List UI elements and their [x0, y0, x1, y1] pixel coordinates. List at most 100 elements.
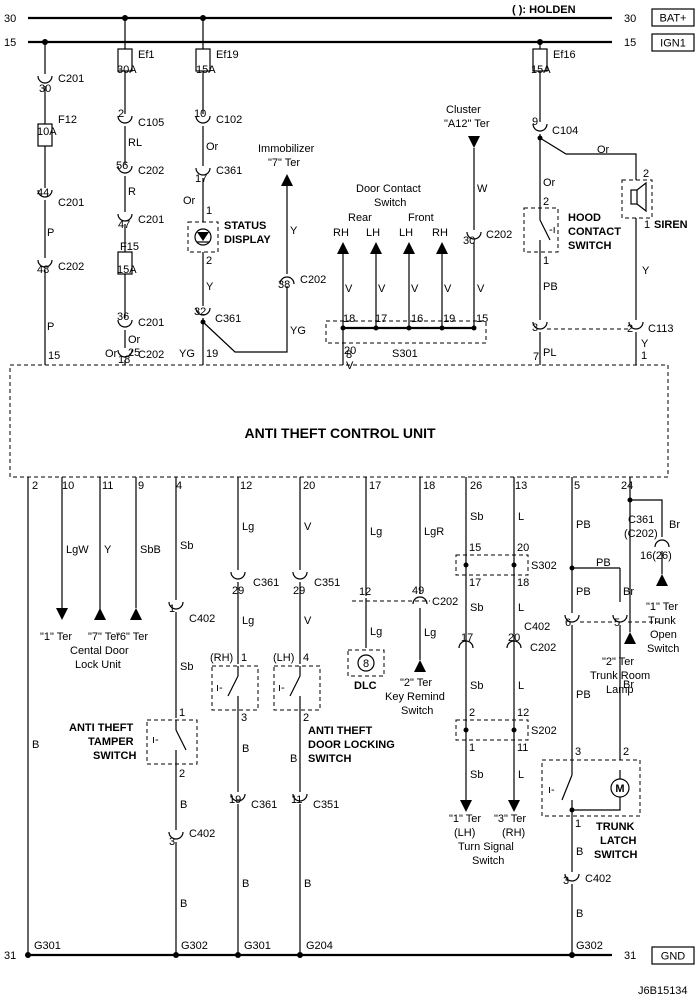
- svg-text:"2" Ter: "2" Ter: [602, 656, 634, 668]
- svg-text:SIREN: SIREN: [654, 219, 688, 231]
- bat-plus-tag: [651, 8, 695, 27]
- gnd-tag: [651, 946, 695, 965]
- svg-text:29: 29: [293, 585, 305, 597]
- svg-text:2: 2: [179, 768, 185, 780]
- svg-text:STATUS: STATUS: [224, 220, 266, 232]
- svg-text:2: 2: [623, 746, 629, 758]
- svg-text:12: 12: [359, 586, 371, 598]
- svg-text:8: 8: [346, 349, 352, 361]
- svg-text:7: 7: [533, 351, 539, 363]
- svg-text:Rear: Rear: [348, 212, 372, 224]
- svg-text:9: 9: [532, 116, 538, 128]
- ground-rail: 31 31 GND G301 G302 G301 G204 G302 J6B15…: [4, 940, 695, 997]
- svg-text:PL: PL: [543, 347, 556, 359]
- svg-text:PB: PB: [576, 586, 591, 598]
- svg-text:C351: C351: [314, 577, 340, 589]
- svg-text:"2" Ter: "2" Ter: [400, 677, 432, 689]
- svg-text:2: 2: [206, 255, 212, 267]
- svg-text:V: V: [345, 283, 353, 295]
- svg-text:G301: G301: [244, 940, 271, 952]
- svg-text:B: B: [180, 898, 187, 910]
- svg-text:C102: C102: [216, 114, 242, 126]
- svg-text:3: 3: [563, 875, 569, 887]
- arrow-up-icon: [281, 174, 293, 186]
- svg-text:S301: S301: [392, 348, 418, 360]
- svg-text:20: 20: [517, 542, 529, 554]
- svg-text:"1" Ter: "1" Ter: [646, 601, 678, 613]
- svg-text:C202: C202: [138, 349, 164, 361]
- svg-text:(LH): (LH): [273, 652, 294, 664]
- svg-text:C202: C202: [530, 642, 556, 654]
- svg-text:L: L: [518, 602, 524, 614]
- svg-text:ANTI THEFT: ANTI THEFT: [308, 725, 372, 737]
- svg-text:Lamp: Lamp: [606, 684, 634, 696]
- svg-text:Turn Signal: Turn Signal: [458, 841, 514, 853]
- svg-text:20: 20: [303, 480, 315, 492]
- dlc-key-remind-circuit: Lg 12 C202 Lg 8 DLC LgR 49 Lg "2" Ter Ke…: [347, 477, 458, 717]
- svg-text:V: V: [346, 360, 354, 372]
- svg-text:ı-: ı-: [278, 682, 285, 694]
- svg-text:Sb: Sb: [470, 602, 483, 614]
- svg-text:DLC: DLC: [354, 680, 377, 692]
- svg-text:Lg: Lg: [370, 626, 382, 638]
- svg-text:C202: C202: [432, 596, 458, 608]
- svg-text:C113: C113: [648, 323, 673, 335]
- svg-text:Sb: Sb: [470, 769, 483, 781]
- svg-text:C361: C361: [628, 514, 654, 526]
- svg-text:M: M: [615, 783, 624, 795]
- svg-text:47: 47: [118, 219, 130, 231]
- svg-text:C361: C361: [251, 799, 277, 811]
- svg-text:SWITCH: SWITCH: [568, 240, 611, 252]
- svg-text:3: 3: [169, 836, 175, 848]
- svg-text:20: 20: [508, 632, 520, 644]
- svg-text:Or: Or: [128, 334, 141, 346]
- siren-icon: [630, 189, 638, 205]
- svg-text:26: 26: [470, 480, 482, 492]
- svg-text:C351: C351: [313, 799, 339, 811]
- svg-text:30A: 30A: [117, 64, 137, 76]
- svg-text:C402: C402: [189, 613, 215, 625]
- svg-text:1: 1: [575, 818, 581, 830]
- svg-text:V: V: [304, 615, 312, 627]
- svg-text:1: 1: [543, 255, 549, 267]
- svg-text:17: 17: [375, 313, 387, 325]
- status-display-box: [187, 221, 219, 253]
- svg-text:Open: Open: [650, 629, 677, 641]
- svg-text:20: 20: [344, 345, 356, 357]
- svg-text:B: B: [304, 878, 311, 890]
- svg-text:RH: RH: [333, 227, 349, 239]
- svg-text:16(26): 16(26): [640, 550, 672, 562]
- svg-text:Or: Or: [543, 177, 556, 189]
- hood-contact-switch: [523, 207, 559, 253]
- svg-text:3: 3: [575, 746, 581, 758]
- diagram-id: J6B15134: [638, 985, 688, 997]
- svg-text:B: B: [576, 908, 583, 920]
- svg-text:1: 1: [206, 205, 212, 217]
- svg-text:2: 2: [303, 712, 309, 724]
- circuit-pin2-ground: B: [27, 477, 39, 955]
- svg-text:44: 44: [37, 187, 49, 199]
- svg-text:ANTI THEFT CONTROL UNIT: ANTI THEFT CONTROL UNIT: [244, 425, 436, 441]
- svg-text:15A: 15A: [196, 64, 216, 76]
- svg-text:C105: C105: [138, 117, 164, 129]
- svg-text:5: 5: [574, 480, 580, 492]
- door-lock-switch-rh: [211, 665, 259, 711]
- svg-text:56: 56: [116, 160, 128, 172]
- svg-text:RL: RL: [128, 137, 142, 149]
- svg-text:Key Remind: Key Remind: [385, 691, 445, 703]
- svg-text:30: 30: [624, 13, 636, 25]
- svg-text:IGN1: IGN1: [660, 38, 686, 50]
- svg-text:2: 2: [643, 168, 649, 180]
- svg-text:SWITCH: SWITCH: [93, 750, 136, 762]
- splice-s302: [455, 554, 529, 576]
- door-contact-switch-group: Door Contact Switch Rear Front RH LH LH …: [325, 183, 488, 372]
- svg-text:Cluster: Cluster: [446, 104, 481, 116]
- svg-text:C201: C201: [138, 214, 164, 226]
- svg-text:Sb: Sb: [180, 661, 193, 673]
- svg-text:15: 15: [469, 542, 481, 554]
- svg-text:LgW: LgW: [66, 544, 89, 556]
- holden-note: ( ): HOLDEN: [512, 4, 576, 16]
- svg-text:SbB: SbB: [140, 544, 161, 556]
